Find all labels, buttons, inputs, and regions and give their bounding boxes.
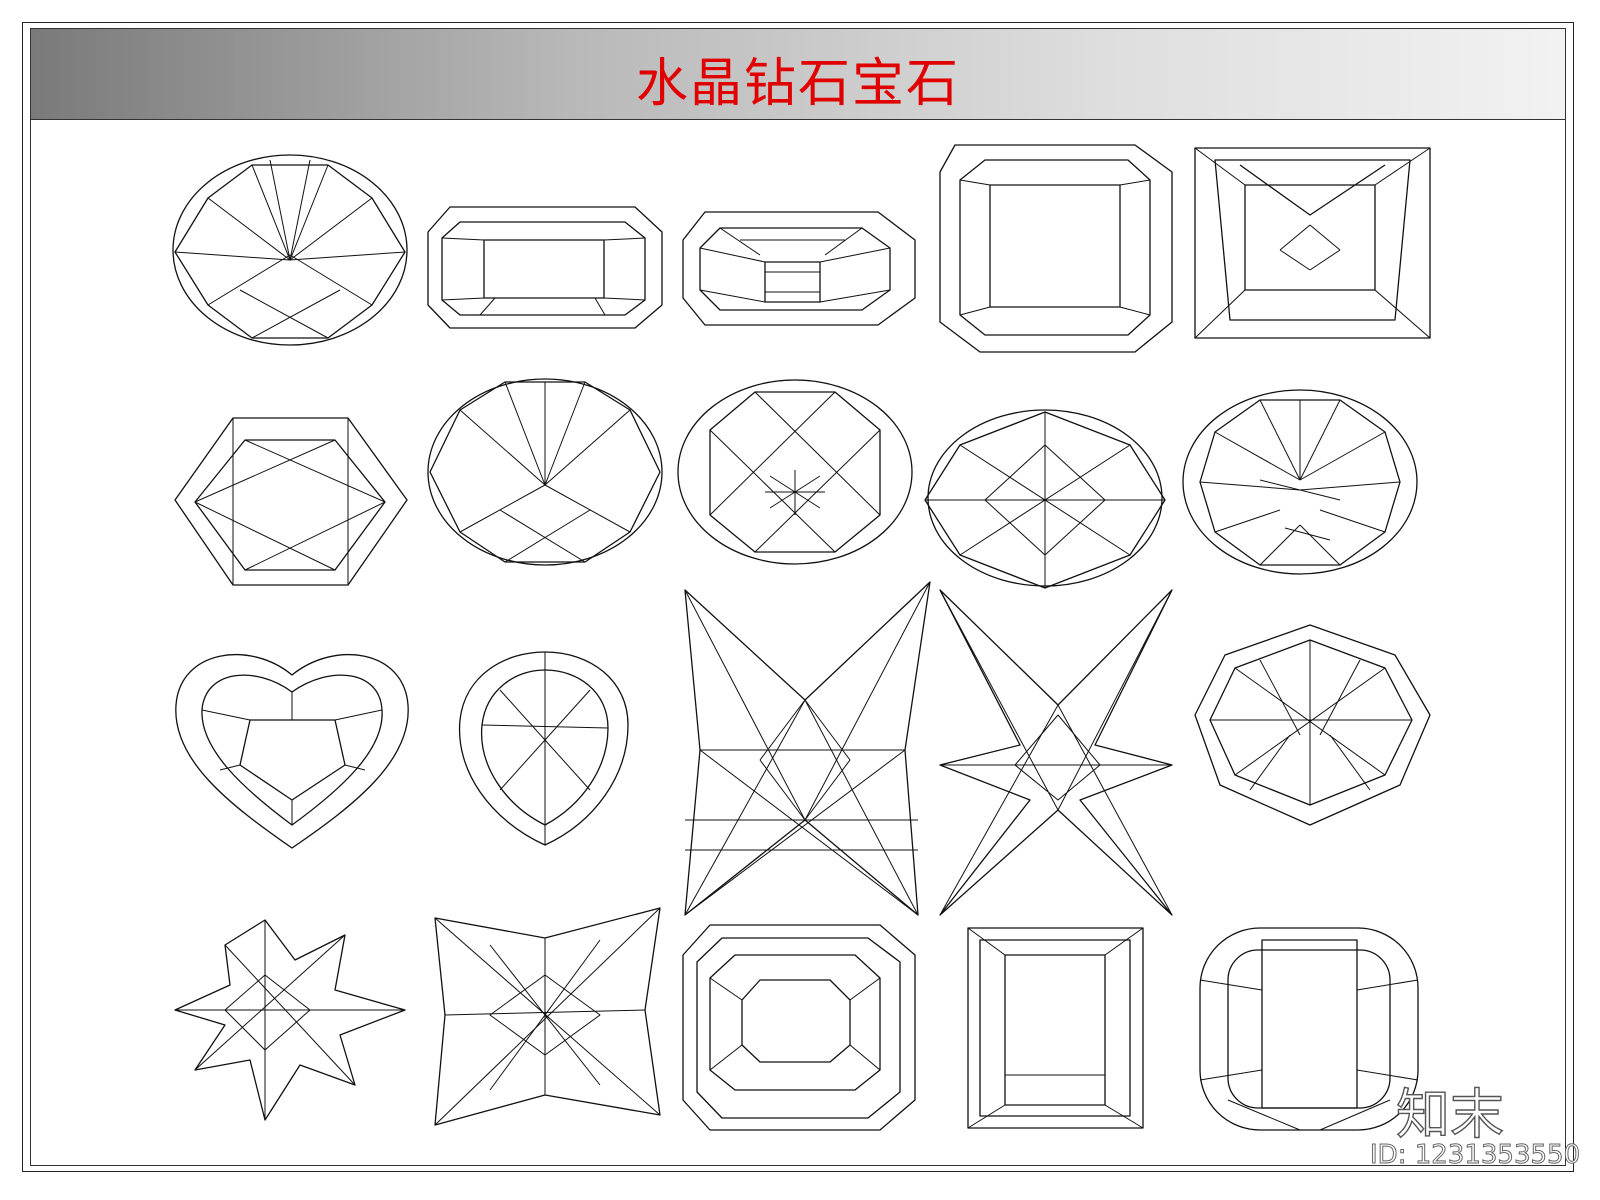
gem-round-brilliant (172, 154, 408, 346)
gem-rose-cut (924, 409, 1166, 589)
gem-hexagon-cut (174, 417, 408, 586)
gem-oval-step-cut (682, 211, 916, 326)
gem-pear-cut (458, 651, 629, 846)
outer-frame (22, 22, 1574, 1172)
gem-oval-brilliant (677, 379, 913, 565)
watermark-id: ID: 1231353550 (1369, 1140, 1581, 1171)
gem-emerald-cut-long (427, 206, 663, 329)
gem-cushion-cut (1199, 927, 1419, 1131)
gem-square-step-cut (967, 927, 1144, 1129)
title-bar: 水晶钻石宝石 (31, 29, 1565, 120)
inner-frame (30, 28, 1566, 1166)
gem-heart-cut (175, 654, 409, 849)
watermark-brand: 知末 (1395, 1082, 1504, 1146)
gem-round-brilliant-2 (427, 378, 663, 566)
gem-star-cut-large (684, 581, 931, 916)
page-title: 水晶钻石宝石 (635, 54, 960, 114)
gem-star-cut-spiky (939, 589, 1173, 916)
gem-square-star-cut (434, 907, 661, 1126)
gem-octagon-brilliant (1194, 624, 1431, 826)
gem-princess-cut (1194, 147, 1431, 339)
gem-round-star-brilliant (1182, 389, 1418, 575)
gem-cushion-step-cut (682, 924, 916, 1131)
gem-asscher-cut (939, 144, 1173, 353)
gem-star-cluster (174, 919, 406, 1121)
